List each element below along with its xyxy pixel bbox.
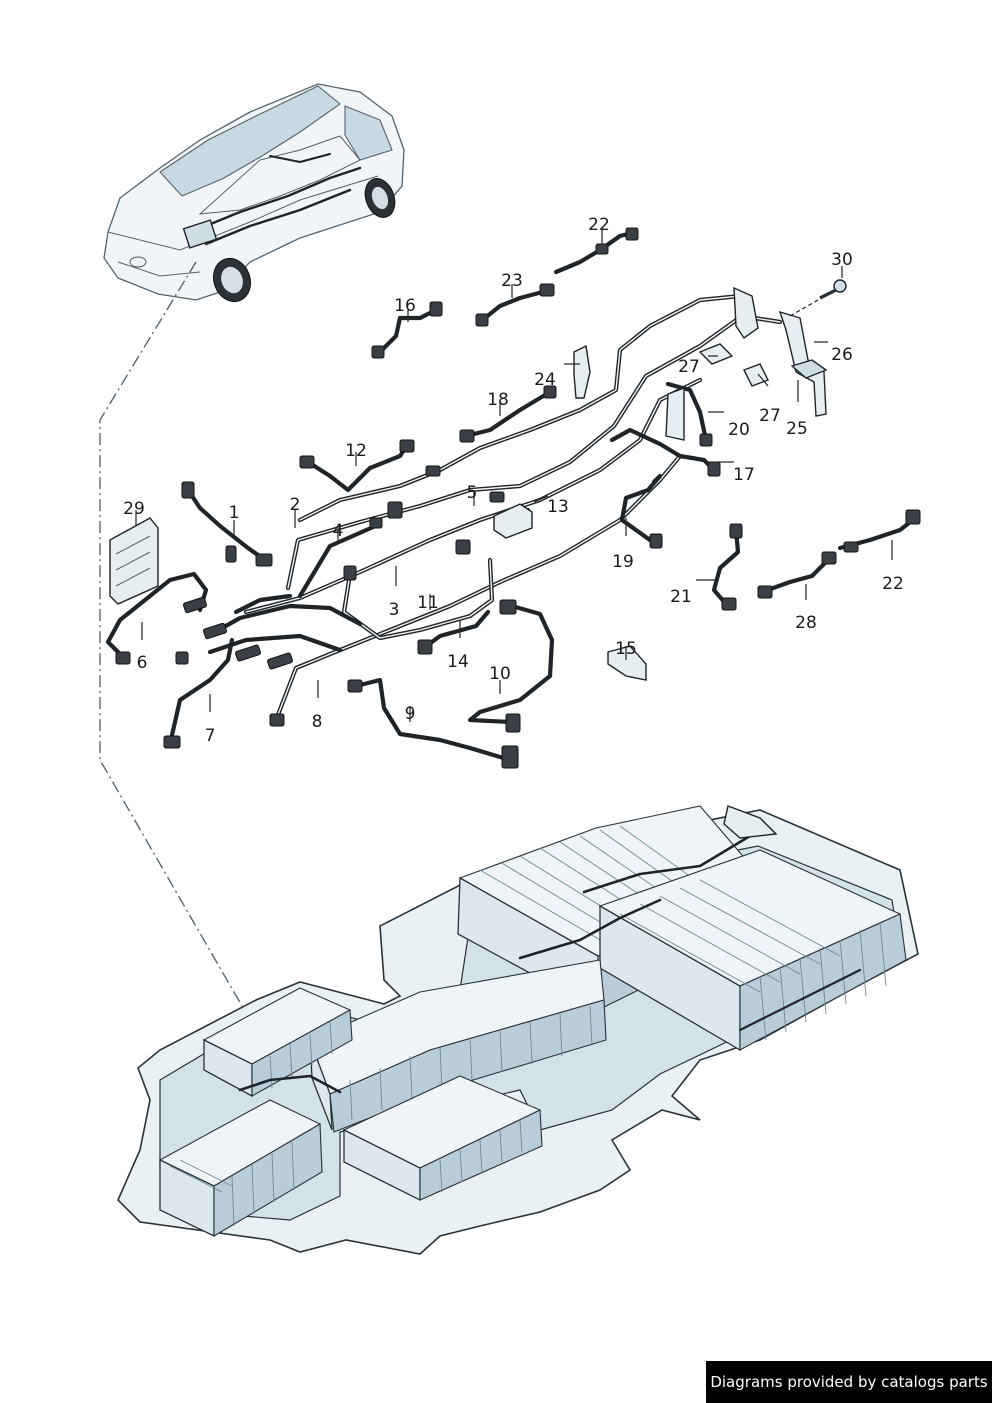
callout-19: 19 bbox=[612, 552, 634, 572]
callout-13: 13 bbox=[547, 497, 569, 517]
footer-credit: Diagrams provided by catalogs parts bbox=[706, 1361, 992, 1403]
callout-12: 12 bbox=[345, 441, 367, 461]
callout-27-left: 27 bbox=[678, 357, 700, 377]
callout-20: 20 bbox=[728, 420, 750, 440]
callout-7: 7 bbox=[205, 726, 216, 746]
callout-17: 17 bbox=[733, 465, 755, 485]
wiring-harnesses bbox=[105, 229, 921, 763]
callout-3: 3 bbox=[389, 600, 400, 620]
callout-25: 25 bbox=[786, 419, 808, 439]
connectors bbox=[115, 227, 921, 769]
callout-5: 5 bbox=[467, 483, 478, 503]
footer-text: Diagrams provided by catalogs parts bbox=[710, 1373, 988, 1391]
callout-24: 24 bbox=[534, 370, 556, 390]
callout-21: 21 bbox=[670, 587, 692, 607]
callout-9: 9 bbox=[405, 704, 416, 724]
callout-22-top: 22 bbox=[588, 215, 610, 235]
callout-15: 15 bbox=[615, 639, 637, 659]
callout-26: 26 bbox=[831, 345, 853, 365]
callout-29: 29 bbox=[123, 499, 145, 519]
callout-18: 18 bbox=[487, 390, 509, 410]
callout-30: 30 bbox=[831, 250, 853, 270]
callout-numbers: 1 2 3 4 5 6 7 8 9 10 11 12 13 14 15 16 1… bbox=[123, 215, 904, 746]
callout-1: 1 bbox=[229, 503, 240, 523]
callout-16: 16 bbox=[394, 296, 416, 316]
callout-22-right: 22 bbox=[882, 574, 904, 594]
callout-23: 23 bbox=[501, 271, 523, 291]
callout-11: 11 bbox=[417, 593, 439, 613]
brackets bbox=[109, 279, 847, 681]
callout-27-right: 27 bbox=[759, 406, 781, 426]
hv-battery-assembly bbox=[117, 805, 919, 1255]
leader-lines bbox=[135, 230, 893, 722]
callout-4: 4 bbox=[333, 521, 344, 541]
callout-10: 10 bbox=[489, 664, 511, 684]
callout-28: 28 bbox=[795, 613, 817, 633]
callout-14: 14 bbox=[447, 652, 469, 672]
locator-line bbox=[99, 261, 243, 1007]
vehicle-locator bbox=[103, 83, 405, 303]
callout-8: 8 bbox=[312, 712, 323, 732]
callout-2: 2 bbox=[290, 495, 301, 515]
callout-6: 6 bbox=[137, 653, 148, 673]
